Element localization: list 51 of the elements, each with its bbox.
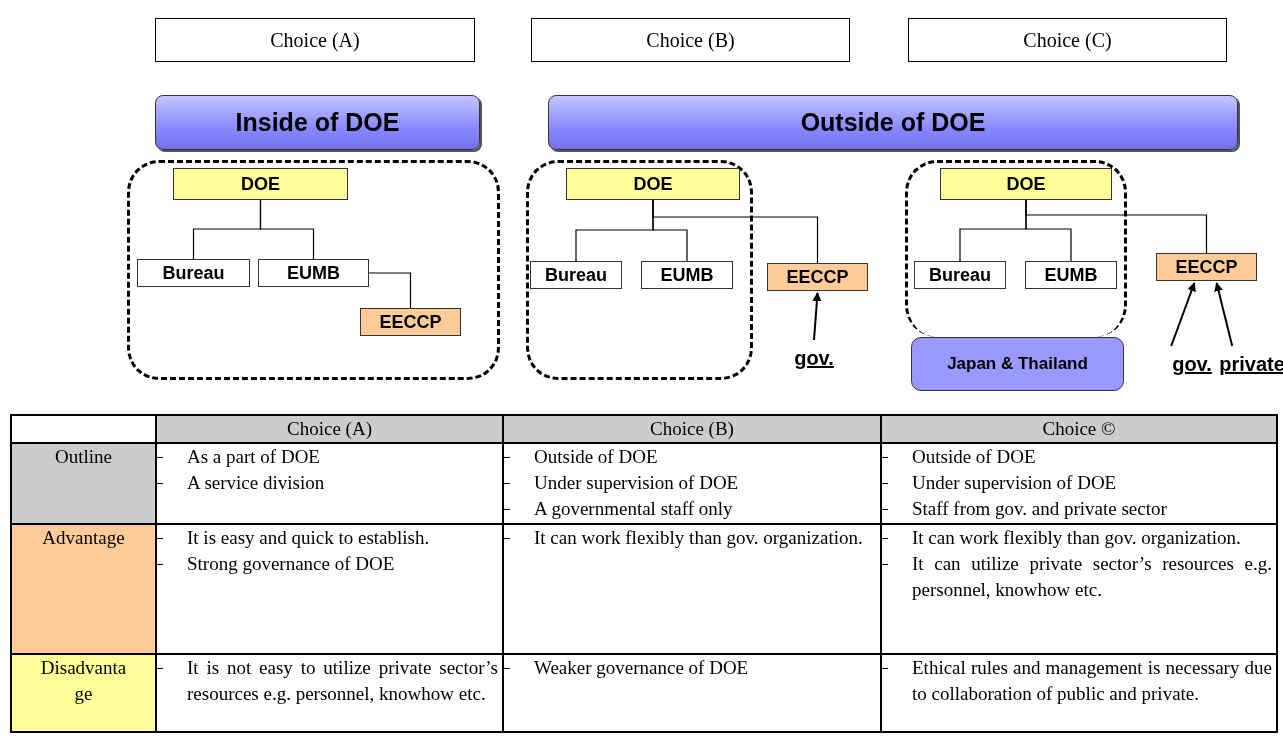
bullet-text: It can work flexibly than gov. organization. bbox=[534, 526, 864, 550]
org-box: EUMB bbox=[258, 259, 369, 287]
bullet-text: It can work flexibly than gov. organization. bbox=[912, 526, 1242, 550]
column-header: Choice © bbox=[881, 415, 1277, 443]
bullet-text: Weaker governance of DOE bbox=[534, 656, 750, 680]
choice-box: Choice (A) bbox=[155, 18, 475, 62]
org-box: DOE bbox=[566, 168, 740, 200]
column-header: Choice (A) bbox=[156, 415, 503, 443]
bullet-text: Strong governance of DOE bbox=[187, 552, 396, 576]
arrow bbox=[1214, 282, 1234, 347]
choice-box: Choice (B) bbox=[531, 18, 850, 62]
org-box: DOE bbox=[940, 168, 1112, 200]
box-outline bbox=[127, 160, 500, 380]
choice-box: Choice (C) bbox=[908, 18, 1227, 62]
bullet-text: Ethical rules and management is necessary due to collaboration of public and private. bbox=[912, 656, 1272, 706]
box-outline bbox=[526, 160, 753, 380]
org-box: EECCP bbox=[1156, 253, 1257, 281]
connector-line bbox=[652, 199, 819, 264]
arrow bbox=[812, 292, 822, 341]
bullet-text: Under supervision of DOE bbox=[912, 471, 1118, 495]
org-box: EECCP bbox=[767, 263, 868, 291]
org-box: EUMB bbox=[1025, 261, 1117, 289]
bullet-text: It can utilize private sector’s resources e.g. personnel, knowhow etc. bbox=[912, 552, 1272, 602]
scope-banner: Outside of DOE bbox=[548, 95, 1238, 150]
bullet-text: Staff from gov. and private sector bbox=[912, 497, 1168, 521]
bullet-text: A governmental staff only bbox=[534, 497, 734, 521]
bullet-text: It is not easy to utilize private sector’s resources e.g. personnel, knowhow etc. bbox=[187, 656, 498, 706]
row-header: Outline bbox=[11, 443, 156, 524]
bullet-text: As a part of DOE bbox=[187, 445, 321, 469]
bullet-text: It is easy and quick to establish. bbox=[187, 526, 431, 550]
bullet-text: Outside of DOE bbox=[912, 445, 1037, 469]
connector-line bbox=[1025, 199, 1208, 254]
connector-line bbox=[368, 272, 412, 309]
scope-banner: Inside of DOE bbox=[155, 95, 480, 150]
org-box: EUMB bbox=[641, 261, 733, 289]
bullet-text: Under supervision of DOE bbox=[534, 471, 740, 495]
source-label: gov. bbox=[788, 344, 840, 372]
org-box: EECCP bbox=[360, 308, 461, 336]
arrow bbox=[1170, 282, 1196, 347]
source-label: gov. bbox=[1166, 350, 1218, 378]
row-header: Advantage bbox=[11, 524, 156, 654]
row-header: Disadvantage bbox=[11, 654, 156, 732]
region-box: Japan & Thailand bbox=[911, 337, 1124, 391]
org-box: Bureau bbox=[137, 259, 250, 287]
column-header: Choice (B) bbox=[503, 415, 881, 443]
bullet-text: Outside of DOE bbox=[534, 445, 659, 469]
connector-line bbox=[259, 199, 315, 260]
org-box: Bureau bbox=[530, 261, 622, 289]
org-box: DOE bbox=[173, 168, 348, 200]
org-box: Bureau bbox=[914, 261, 1006, 289]
bullet-text: A service division bbox=[187, 471, 326, 495]
